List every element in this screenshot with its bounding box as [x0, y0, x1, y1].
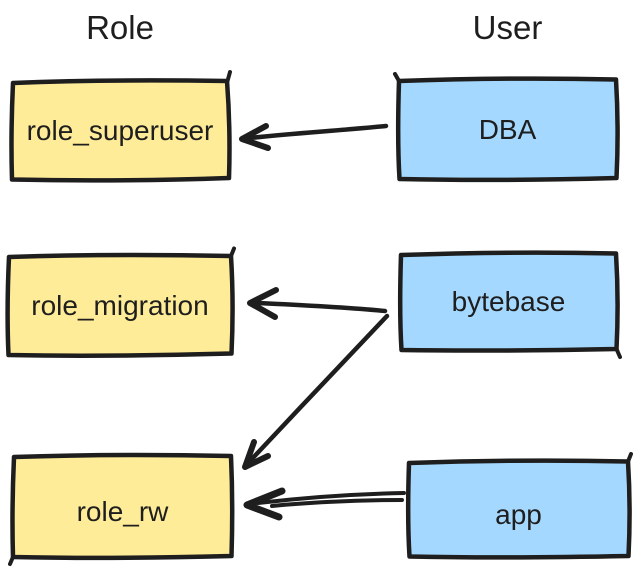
arrow-app-to-role-rw-line-lower	[270, 498, 404, 508]
arrow-app-to-role-rw-line-upper	[256, 491, 406, 505]
user-app-corner-stroke	[626, 452, 633, 464]
role-superuser-corner-stroke	[225, 70, 232, 83]
role-rw-label: role_rw	[76, 495, 169, 527]
role-superuser-label: role_superuser	[26, 114, 214, 146]
role-migration-label: role_migration	[31, 289, 209, 321]
arrow-dba-to-role-superuser-arrowhead	[239, 123, 271, 151]
arrow-bytebase-to-role-rw	[242, 313, 390, 470]
user-app-box	[405, 458, 632, 560]
role-migration-node	[5, 246, 236, 358]
user-dba-box	[395, 76, 620, 183]
arrow-bytebase-to-role-rw-arrowhead	[242, 439, 271, 470]
user-app-label: app	[495, 498, 542, 530]
arrow-dba-to-role-superuser-line	[247, 123, 389, 141]
role-migration-box	[5, 252, 235, 358]
arrow-app-to-role-rw	[243, 487, 406, 521]
arrow-bytebase-to-role-rw-line	[247, 313, 390, 464]
arrow-bytebase-to-role-migration-arrowhead	[247, 287, 279, 320]
arrow-dba-to-role-superuser	[239, 123, 389, 151]
user-bytebase-corner-stroke	[614, 347, 622, 359]
user-app-node	[405, 452, 633, 560]
role-rw-box	[10, 452, 235, 561]
user-dba-corner-stroke	[393, 72, 401, 83]
user-dba-label: DBA	[478, 113, 537, 145]
arrow-bytebase-to-role-migration	[247, 287, 388, 320]
user-column-title: User	[472, 9, 543, 46]
arrow-bytebase-to-role-migration-line	[255, 300, 388, 314]
arrow-app-to-role-rw-arrowhead	[243, 487, 286, 521]
role-superuser-node	[9, 70, 232, 183]
user-dba-node	[393, 72, 620, 183]
role-migration-corner-stroke	[229, 246, 236, 258]
role-rw-node	[8, 452, 235, 566]
user-bytebase-node	[397, 250, 622, 359]
role-column-title: Role	[86, 9, 154, 46]
role-superuser-box	[9, 78, 232, 183]
user-bytebase-label: bytebase	[451, 286, 566, 317]
role-rw-corner-stroke	[8, 555, 15, 566]
